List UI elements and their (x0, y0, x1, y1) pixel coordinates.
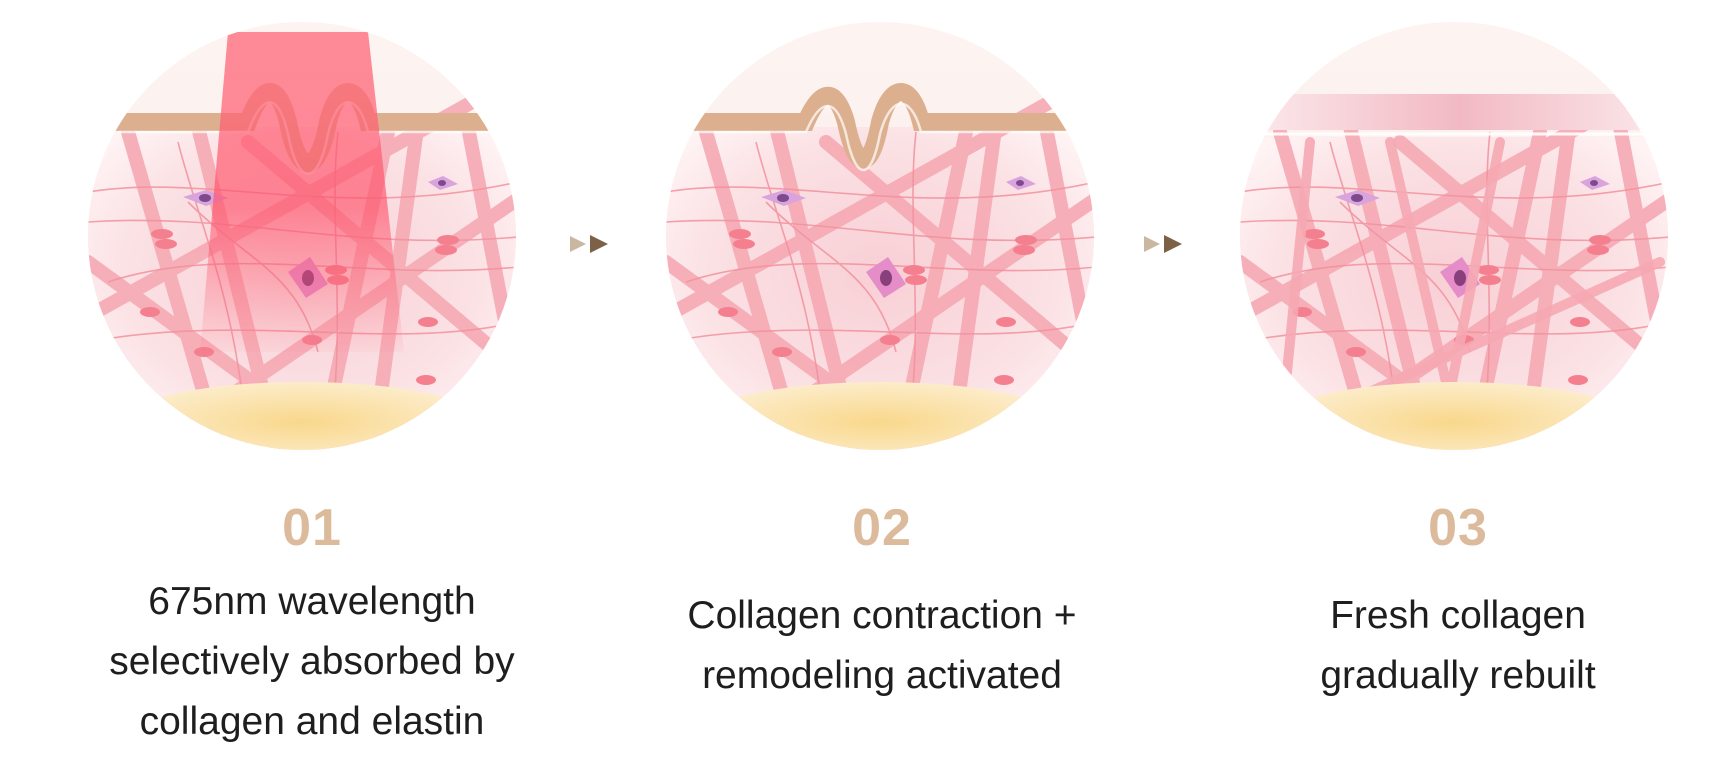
step-caption-line: Collagen contraction + (687, 594, 1077, 637)
step-3: 03 Fresh collagen gradually rebuilt (1198, 0, 1718, 770)
skin-cross-section-contracting-icon (666, 22, 1094, 450)
skin-cross-section-red-light-icon (88, 22, 516, 450)
step-number: 01 (282, 499, 342, 557)
step-caption-line: collagen and elastin (139, 700, 485, 743)
step-caption-line: gradually rebuilt (1320, 654, 1596, 697)
step-caption-line: selectively absorbed by (109, 640, 515, 683)
step-1: 01 675nm wavelength selectively absorbed… (52, 0, 572, 770)
step-caption-line: Fresh collagen (1330, 594, 1586, 637)
step-caption-line: 675nm wavelength (148, 580, 476, 623)
skin-cross-section-rebuilt-icon (1240, 22, 1668, 450)
next-step-arrow-icon (1142, 232, 1186, 256)
step-number: 03 (1428, 499, 1488, 557)
next-step-arrow-icon (568, 232, 612, 256)
step-caption-line: remodeling activated (702, 654, 1062, 697)
step-2: 02 Collagen contraction + remodeling act… (622, 0, 1142, 770)
step-number: 02 (852, 499, 912, 557)
